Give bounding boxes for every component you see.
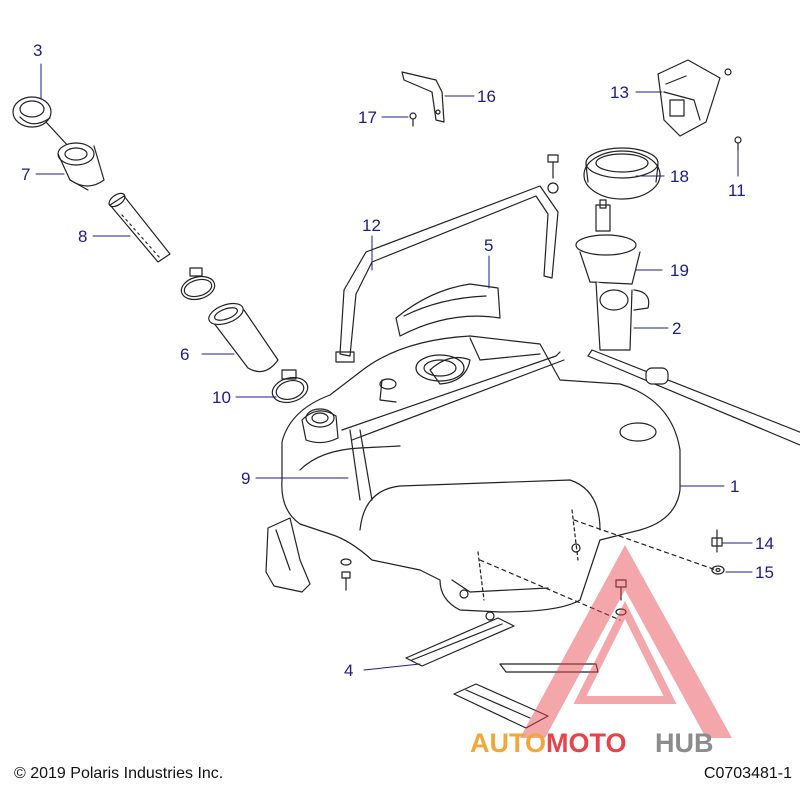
tank-pads xyxy=(405,617,599,729)
washer-15 xyxy=(711,565,725,575)
callout-8: 8 xyxy=(78,227,87,246)
upper-strap xyxy=(335,185,559,363)
callout-10: 10 xyxy=(212,388,231,407)
strap-bolt xyxy=(547,154,559,194)
watermark-moto: MOTO xyxy=(546,728,627,758)
callout-19: 19 xyxy=(670,261,689,280)
callout-11: 11 xyxy=(728,181,746,200)
watermark-inner-triangle xyxy=(573,601,677,704)
fuel-tank xyxy=(281,335,681,621)
watermark-auto: AUTO xyxy=(470,728,546,758)
hose-clamp-lower xyxy=(271,369,309,404)
screw-17 xyxy=(409,112,417,127)
filler-neck xyxy=(57,142,105,191)
callout-5: 5 xyxy=(484,236,493,255)
drawing-code: C0703481-1 xyxy=(703,765,792,782)
bolt-14 xyxy=(711,529,723,553)
fuel-pump-module-controller xyxy=(657,59,721,137)
hose-clamp-upper xyxy=(180,267,216,301)
callout-13: 13 xyxy=(610,83,629,102)
filler-hose xyxy=(208,302,279,373)
bolt-lower xyxy=(341,571,351,591)
copyright-text: © 2019 Polaris Industries Inc. xyxy=(14,765,224,782)
fuel-cap xyxy=(12,96,71,149)
automotohub-watermark xyxy=(520,545,732,738)
fuel-pump-assembly xyxy=(575,199,800,446)
callout-labels: 3 7 8 6 10 9 12 5 16 17 13 11 18 19 2 1 … xyxy=(21,41,774,680)
screw-13 xyxy=(724,68,732,76)
callout-1: 1 xyxy=(730,477,739,496)
callout-6: 6 xyxy=(180,345,189,364)
callout-4: 4 xyxy=(344,661,353,680)
callout-18: 18 xyxy=(670,167,689,186)
watermark-hub: HUB xyxy=(655,728,714,758)
callout-14: 14 xyxy=(755,534,774,553)
callout-17: 17 xyxy=(358,108,377,127)
bolt-center xyxy=(615,579,627,616)
leader-lines xyxy=(35,63,753,671)
callout-16: 16 xyxy=(477,87,496,106)
filler-tube xyxy=(108,192,171,263)
callout-2: 2 xyxy=(672,319,681,338)
callout-7: 7 xyxy=(21,165,30,184)
callout-3: 3 xyxy=(33,41,42,60)
lock-ring xyxy=(583,147,661,200)
heat-shield xyxy=(395,283,501,337)
lower-bracket xyxy=(265,517,311,593)
washer-lower xyxy=(340,558,352,566)
callout-9: 9 xyxy=(241,469,250,488)
assembly-dash-lines xyxy=(479,519,717,621)
callout-15: 15 xyxy=(755,563,774,582)
watermark-outer-triangle xyxy=(520,545,732,738)
callout-12: 12 xyxy=(362,216,381,235)
bracket xyxy=(401,71,445,123)
watermark-text: AUTO MOTO HUB xyxy=(470,728,714,758)
